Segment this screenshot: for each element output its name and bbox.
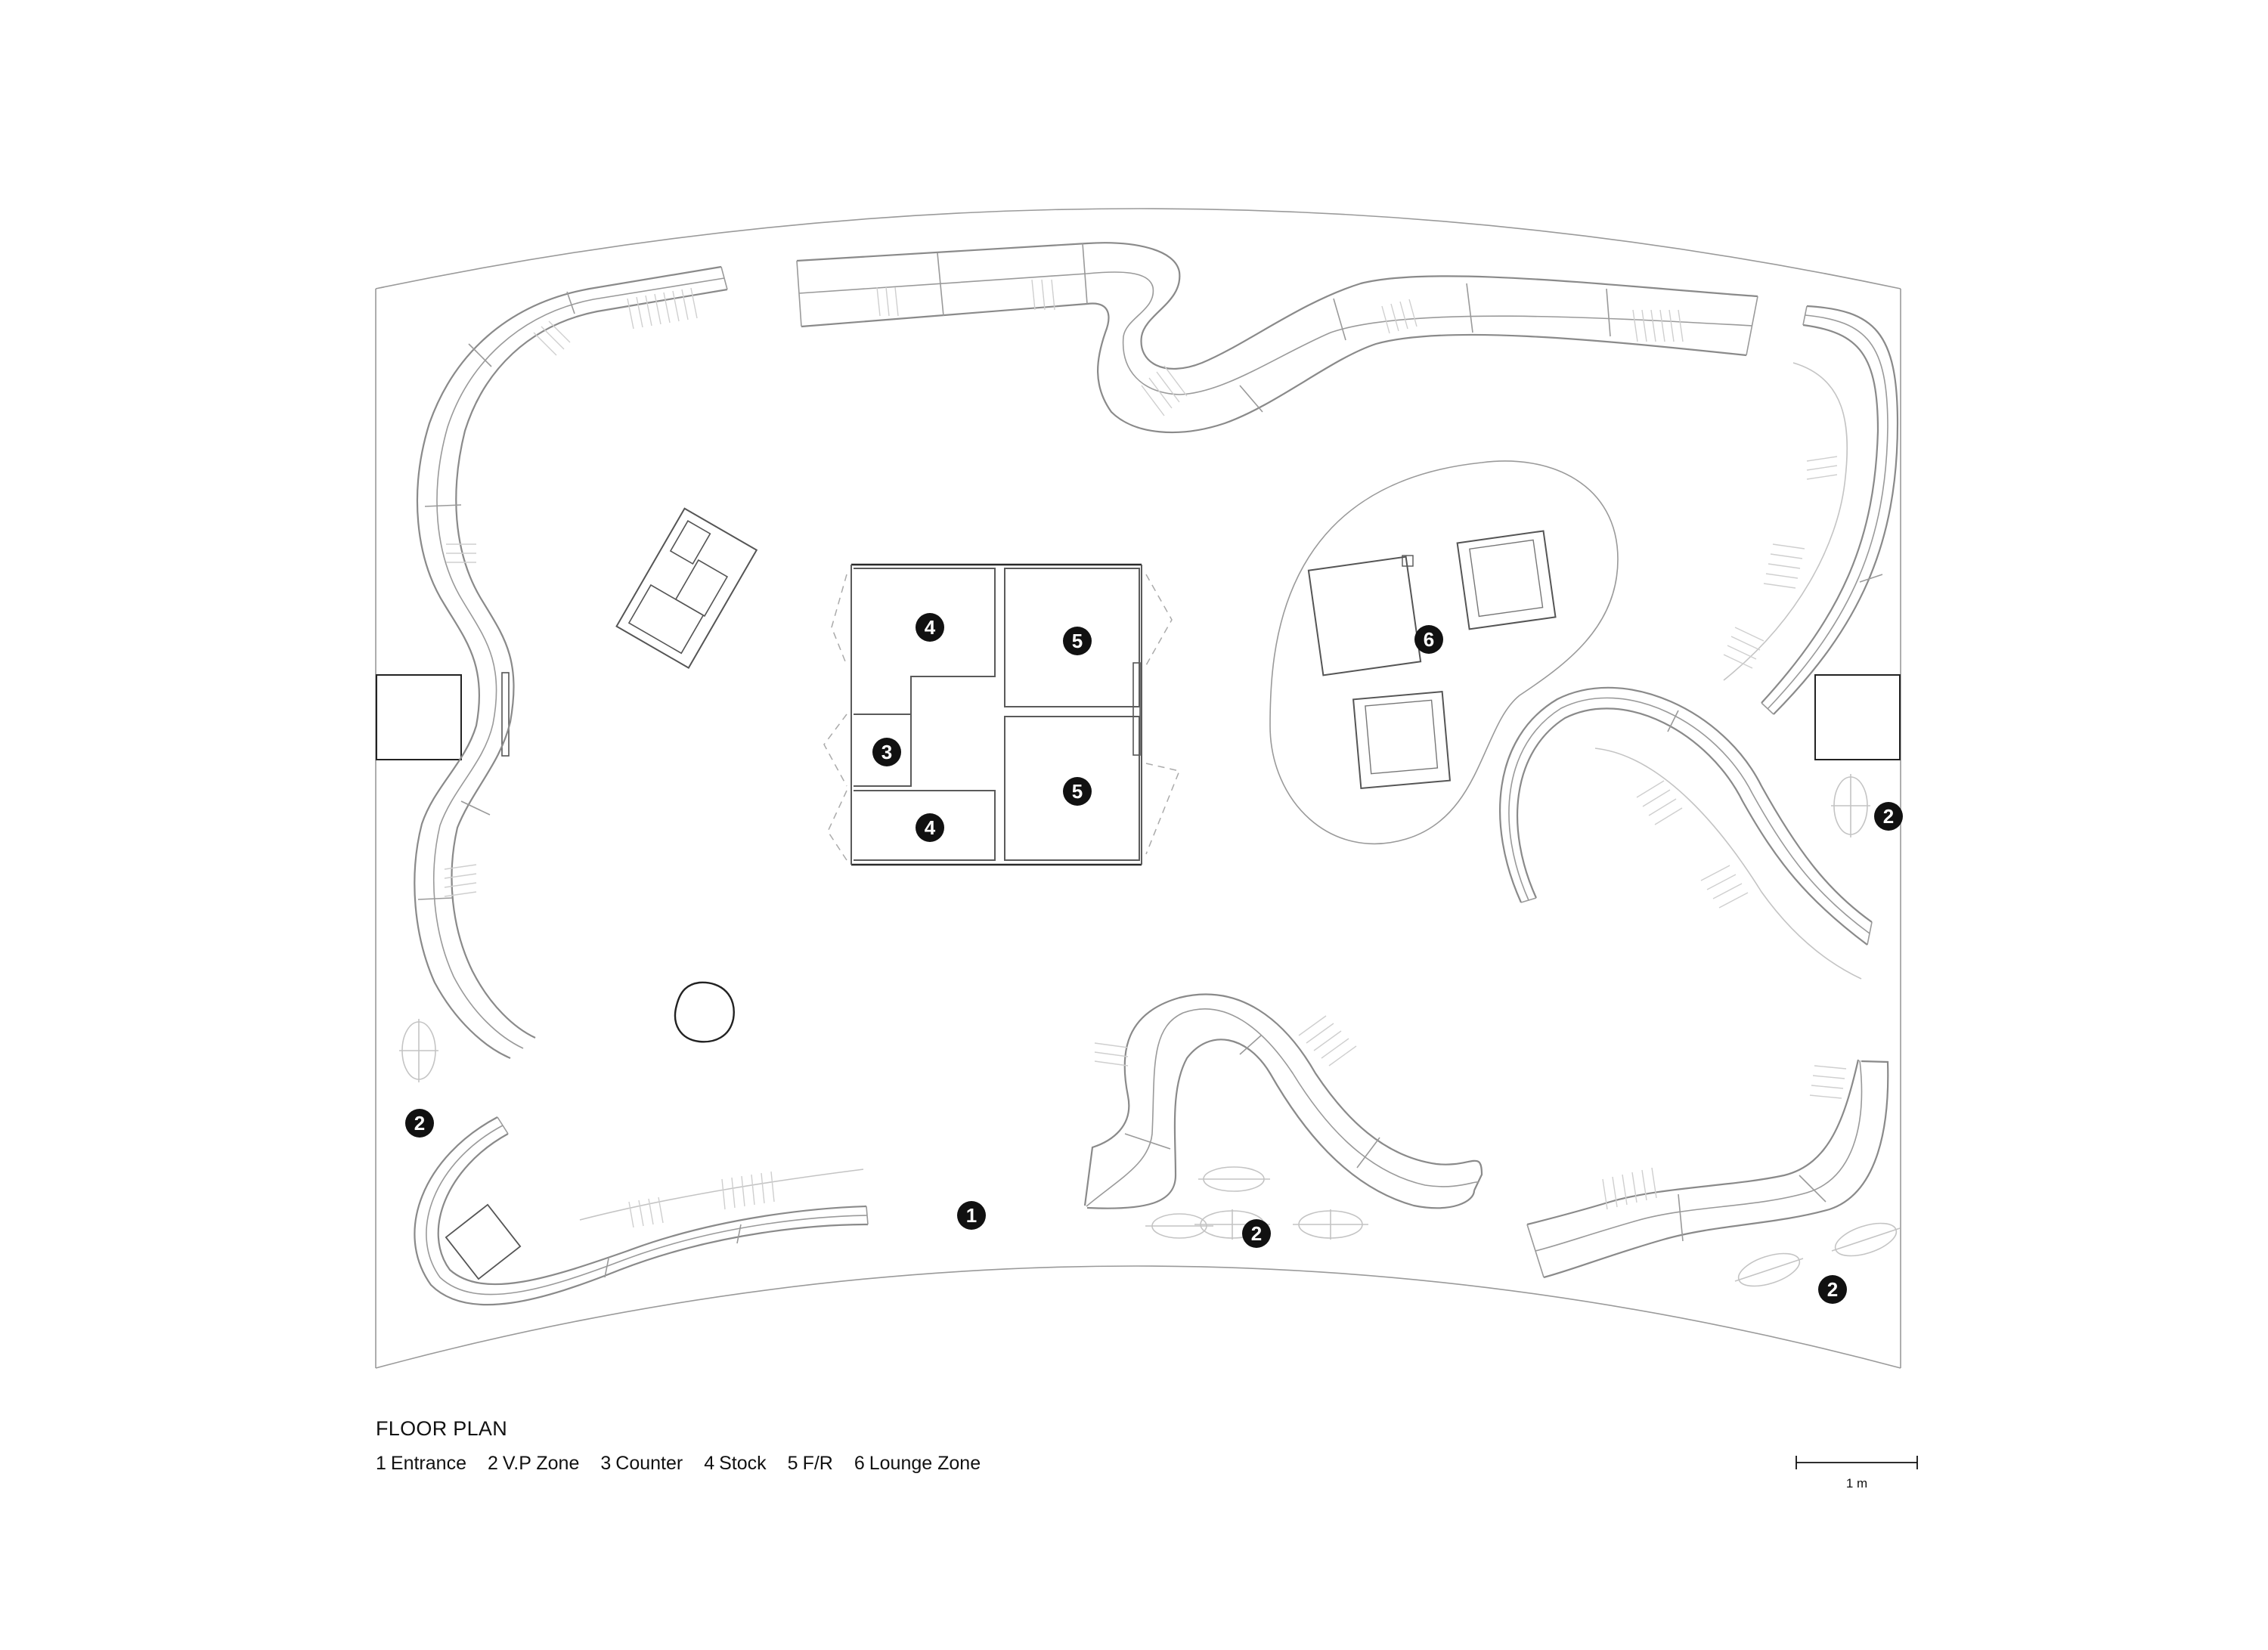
svg-text:3: 3: [881, 741, 892, 763]
marker-2-vp-zone-left: 2: [405, 1109, 434, 1138]
svg-text:5: 5: [1072, 780, 1083, 803]
marker-5-fitting-room-bottom: 5: [1063, 777, 1092, 806]
svg-text:2: 2: [1827, 1278, 1838, 1301]
left-panel: [501, 672, 510, 757]
marker-2-vp-zone-bottom-right: 2: [1818, 1275, 1847, 1304]
marker-1-entrance: 1: [957, 1201, 986, 1230]
svg-text:1: 1: [966, 1204, 977, 1227]
scale-bar: 1 m: [1796, 1456, 1918, 1491]
column-right: [1814, 674, 1901, 760]
plan-title: FLOOR PLAN: [376, 1417, 508, 1440]
lounge-zone: [1269, 460, 1619, 845]
wall-bottom-left: [414, 1116, 869, 1306]
wall-top: [796, 242, 1758, 434]
svg-text:5: 5: [1072, 630, 1083, 652]
marker-2-vp-zone-right: 2: [1874, 802, 1903, 831]
hangers-bottom-right: [1602, 1065, 1847, 1210]
hangers-right: [1723, 456, 1838, 669]
svg-text:2: 2: [1883, 805, 1894, 828]
hangers-bottom-middle: [1094, 1015, 1357, 1066]
marker-6-lounge-zone: 6: [1414, 625, 1443, 654]
marker-5-fitting-room-top: 5: [1063, 627, 1092, 655]
wall-bottom-right: [1526, 1059, 1889, 1279]
marker-4-stock-bottom: 4: [916, 813, 944, 842]
furniture-left: [615, 507, 758, 669]
svg-text:4: 4: [925, 816, 936, 839]
marker-2-vp-zone-bottom: 2: [1242, 1219, 1271, 1248]
wall-bottom-middle: [1083, 993, 1483, 1209]
marker-4-stock-top: 4: [916, 613, 944, 642]
hangers-bottom-left: [628, 1171, 775, 1228]
site-boundary: [375, 208, 1901, 1369]
hangers-right-middle: [1636, 780, 1749, 909]
right-panel: [1132, 662, 1141, 756]
central-rooms: [823, 563, 1181, 866]
svg-text:2: 2: [1251, 1222, 1262, 1245]
marker-3-counter: 3: [872, 738, 901, 766]
column-left: [376, 674, 462, 760]
svg-text:4: 4: [925, 616, 936, 639]
hangers-top-left: [444, 287, 698, 897]
scale-label: 1 m: [1846, 1476, 1867, 1491]
hangers-top: [876, 279, 1684, 416]
wall-top-left: [414, 265, 728, 1060]
wall-right-middle: [1499, 686, 1873, 980]
round-stool: [674, 981, 735, 1043]
wall-right: [1723, 305, 1899, 715]
vp-floor-graphics: [399, 774, 1901, 1287]
svg-text:6: 6: [1424, 628, 1434, 651]
svg-text:2: 2: [414, 1112, 425, 1135]
